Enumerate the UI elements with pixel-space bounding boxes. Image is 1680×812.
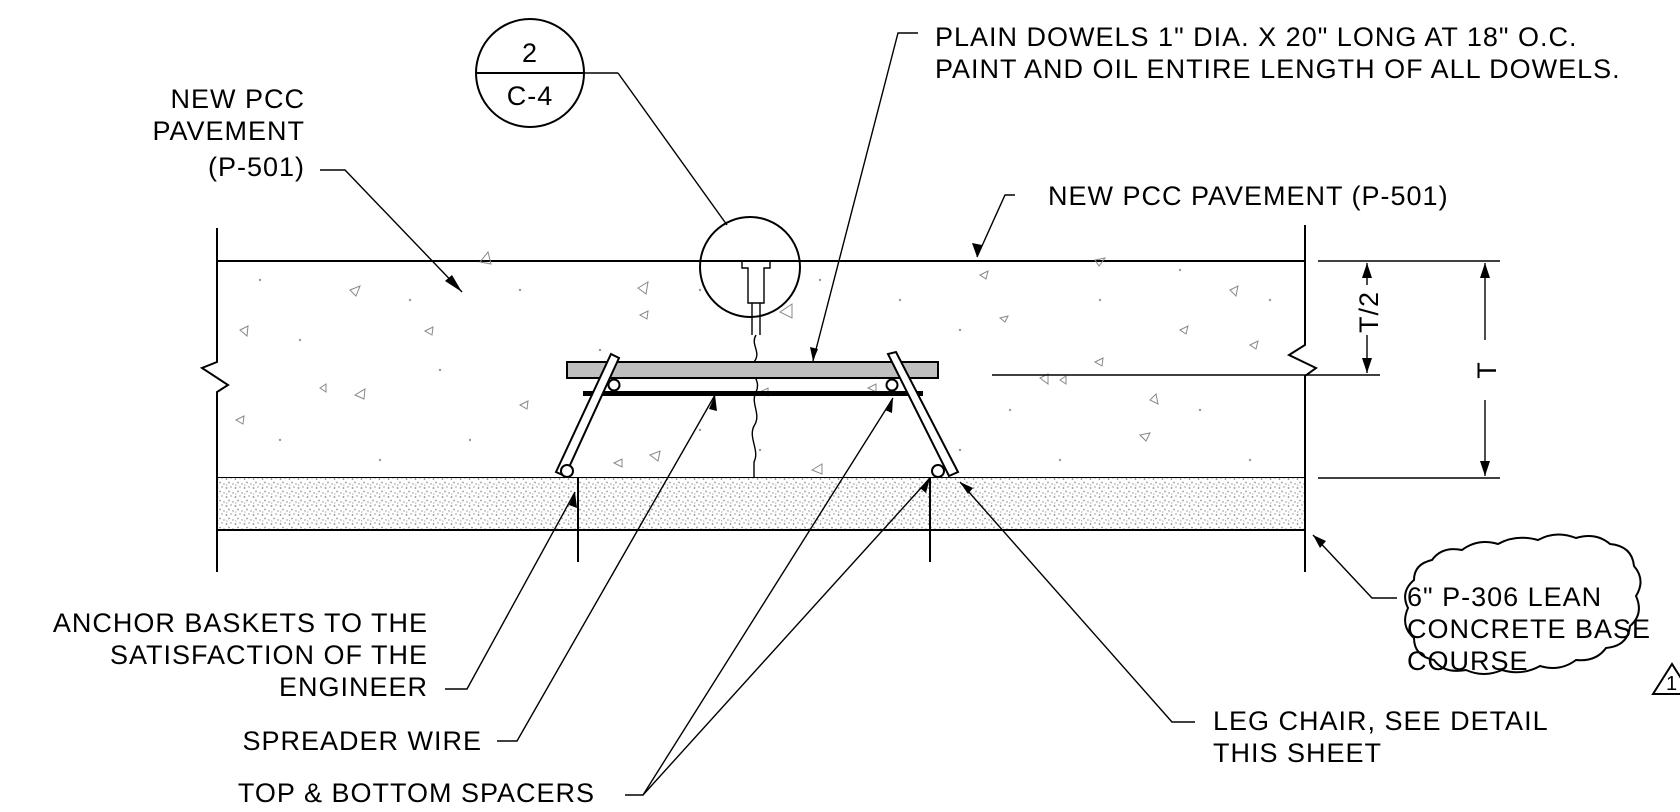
label-base-line1: 6" P-306 LEAN <box>1407 582 1602 612</box>
label-spacers: TOP & BOTTOM SPACERS <box>238 778 595 808</box>
bottom-spacer-right <box>931 464 945 478</box>
dim-full-thickness: T <box>1472 361 1502 379</box>
label-base-line3: COURSE <box>1407 646 1529 676</box>
arrowheads <box>445 243 1326 548</box>
joint-detail-circle <box>699 216 801 318</box>
spreader-wire <box>583 391 923 396</box>
dowel-basket-assembly <box>554 350 960 562</box>
label-pcc-left-line2: PAVEMENT <box>152 116 305 146</box>
label-pcc-left-line1: NEW PCC <box>171 84 306 114</box>
leader-lines <box>320 32 1397 796</box>
label-anchor-line2: SATISFACTION OF THE <box>110 640 428 670</box>
top-spacer-left <box>607 378 621 392</box>
label-anchor-line3: ENGINEER <box>279 672 428 702</box>
revision-cloud <box>1404 533 1642 675</box>
break-line-right <box>1286 225 1318 572</box>
label-dowels-line2: PAINT AND OIL ENTIRE LENGTH OF ALL DOWEL… <box>935 54 1621 84</box>
label-leg-chair-line1: LEG CHAIR, SEE DETAIL <box>1213 706 1549 736</box>
leg-chair-right <box>886 350 960 478</box>
label-anchor-line1: ANCHOR BASKETS TO THE <box>53 608 428 638</box>
label-base-line2: CONCRETE BASE <box>1407 614 1651 644</box>
dowel-bar <box>566 361 939 379</box>
detail-number: 2 <box>522 38 538 68</box>
revision-number: 1 <box>1666 673 1678 695</box>
concrete-dots <box>258 268 1272 472</box>
dim-half-thickness: T/2 <box>1354 291 1384 333</box>
detail-reference-bubble: 2 C-4 <box>475 18 728 226</box>
lean-concrete-base <box>217 478 1305 531</box>
label-pcc-left-line3: (P-501) <box>208 152 305 182</box>
top-spacer-right <box>885 378 899 392</box>
label-pcc-right: NEW PCC PAVEMENT (P-501) <box>1048 181 1449 211</box>
label-dowels-line1: PLAIN DOWELS 1" DIA. X 20" LONG AT 18" O… <box>935 22 1577 52</box>
label-spreader-wire: SPREADER WIRE <box>242 726 482 756</box>
break-line-left <box>199 228 230 572</box>
concrete-stipple <box>234 250 1259 475</box>
bottom-spacer-left <box>560 464 574 478</box>
detail-sheet: C-4 <box>507 81 554 111</box>
revision-triangle: 1 <box>1651 662 1680 695</box>
dimension-lines <box>992 260 1500 479</box>
label-leg-chair-line2: THIS SHEET <box>1213 738 1382 768</box>
